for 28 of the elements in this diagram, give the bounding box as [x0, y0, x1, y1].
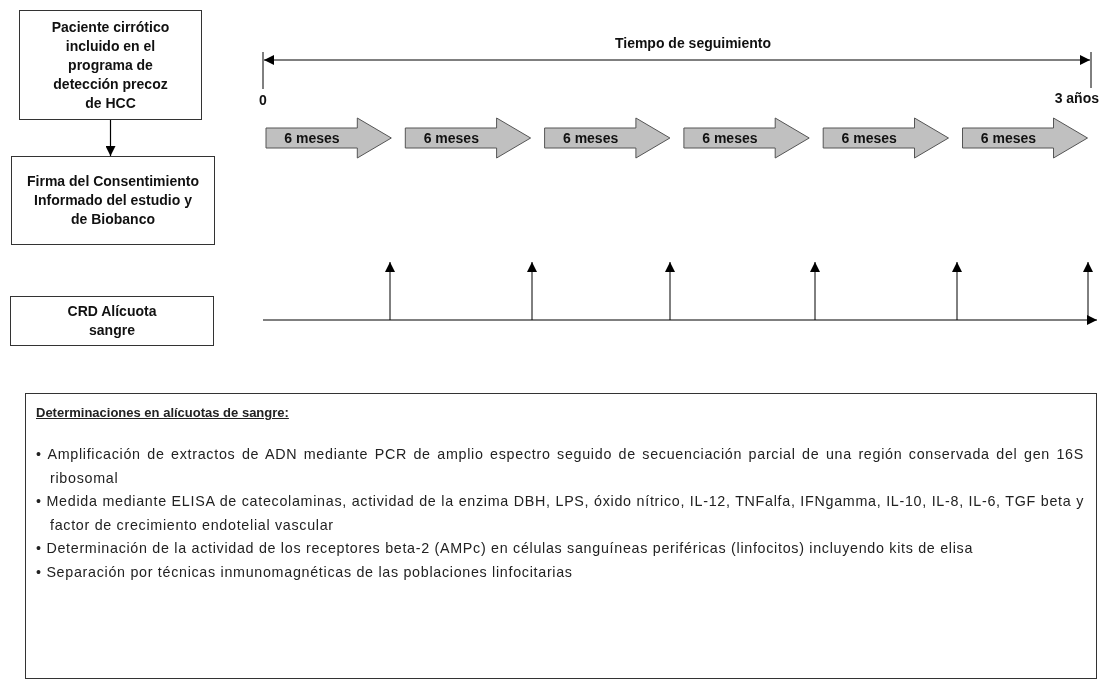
block-arrow	[404, 117, 532, 159]
period-label: 6 meses	[683, 128, 776, 148]
arrow	[105, 119, 116, 157]
tick-label: 3 años	[1054, 90, 1099, 106]
period-label: 6 meses	[405, 128, 498, 148]
bullet-item: • Amplificación de extractos de ADN mediante PCR de amplio espectro seguido de secuenciación parcial de una región conservada del gen 16S ribosomal	[36, 445, 1084, 488]
period-label: 6 meses	[823, 128, 916, 148]
block-arrow	[265, 117, 392, 159]
notes-box	[25, 393, 1097, 679]
block-arrow	[683, 117, 810, 159]
bullet-item: • Medida mediante ELISA de catecolaminas, actividad de la enzima DBH, LPS, óxido nítrico, IL-12, TNFalfa, IFNgamma, IL-10, IL-8, IL-6, TGF beta y factor de crecimiento endotelial vascular	[36, 492, 1084, 535]
box-text: Firma del Consentimiento Informado del estudio y de Biobanco	[26, 172, 200, 229]
process-box	[10, 296, 214, 346]
bullet-item: • Separación por técnicas inmunomagnéticas de las poblaciones linfocitarias	[36, 562, 574, 582]
process-box	[11, 156, 215, 245]
block-arrow	[822, 117, 949, 159]
period-label: 6 meses	[962, 128, 1055, 148]
period-label: 6 meses	[544, 128, 637, 148]
block-arrow	[544, 117, 671, 159]
tick-label: 0	[259, 92, 267, 108]
box-text: Paciente cirrótico incluido en el programa de detección precoz de HCC	[50, 17, 171, 113]
bullet-item: • Determinación de la actividad de los receptores beta-2 (AMPc) en células sanguíneas periféricas (linfocitos) incluyendo kits de elisa	[36, 539, 975, 558]
section-heading: Determinaciones en alícuotas de sangre:	[36, 405, 289, 420]
period-label: 6 meses	[266, 128, 358, 148]
axis-title: Tiempo de seguimiento	[614, 35, 772, 51]
process-box	[19, 10, 202, 120]
block-arrow	[962, 117, 1088, 159]
box-text: CRD Alícuota sangre	[66, 302, 158, 340]
